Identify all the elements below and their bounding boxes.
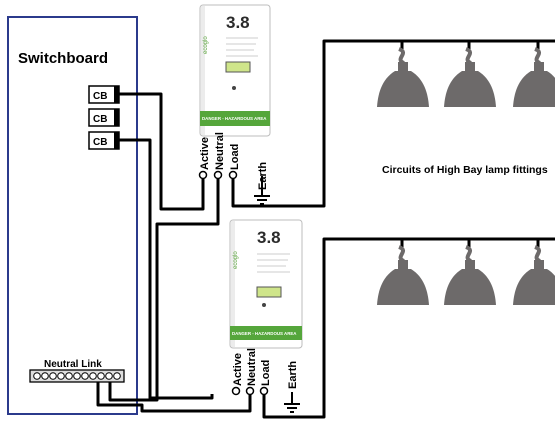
controller-warning-strip <box>230 326 302 340</box>
circuit-breaker-label: CB <box>93 91 107 102</box>
terminal-label-neutral: Neutral <box>246 348 258 386</box>
terminal-label-neutral: Neutral <box>214 132 226 170</box>
terminal-load <box>228 170 238 180</box>
terminal-label-load: Load <box>229 144 241 170</box>
terminal-label-load: Load <box>260 360 272 386</box>
high-bay-lamp-icon <box>375 39 431 109</box>
circuit-breaker-3: CB <box>88 131 120 150</box>
lamp-circuit-2 <box>375 237 555 307</box>
controller-2-terminals: Active Neutral Load Earth <box>231 348 300 413</box>
terminal-load <box>259 386 269 396</box>
terminal-label-active: Active <box>232 353 244 386</box>
controller-warning-text: DANGER - HAZARDOUS AREA <box>202 116 267 121</box>
wire-neutral-1 <box>108 179 220 402</box>
neutral-link-bar <box>29 369 125 383</box>
controller-warning-text: DANGER - HAZARDOUS AREA <box>232 331 297 336</box>
controller-rating-badge: 3.8 <box>257 228 281 247</box>
terminal-active <box>231 386 241 396</box>
controller-button-icon <box>262 303 266 307</box>
earth-icon <box>284 392 300 413</box>
terminal-neutral <box>213 170 223 180</box>
lamp-circuits-caption: Circuits of High Bay lamp fittings <box>382 164 548 176</box>
circuit-breaker-label: CB <box>93 137 107 148</box>
wire-active-2 <box>119 138 214 400</box>
terminal-label-active: Active <box>199 137 211 170</box>
controller-display <box>256 286 282 298</box>
controller-1-terminals: Active Neutral Load Earth <box>198 132 270 205</box>
lighting-controller-2: 3.8 ecoglo DANGER - HAZARDOUS AREA <box>229 219 303 349</box>
circuit-breaker-label: CB <box>93 114 107 125</box>
switchboard: Switchboard CB CB CB Neutral Link <box>7 16 138 415</box>
wire-load-2 <box>262 237 555 419</box>
high-bay-lamp-icon <box>442 237 498 307</box>
wire-active-1 <box>119 92 205 211</box>
earth-icon <box>254 176 270 205</box>
neutral-link-label: Neutral Link <box>44 359 102 370</box>
controller-housing <box>229 219 303 349</box>
terminal-neutral <box>245 386 255 396</box>
high-bay-lamp-icon <box>511 39 555 109</box>
switchboard-title: Switchboard <box>18 50 108 67</box>
earth-label: Earth <box>257 162 269 190</box>
circuit-breaker-1: CB <box>88 85 120 104</box>
controller-rating-badge: 3.8 <box>226 13 250 32</box>
controller-warning-strip <box>200 111 270 126</box>
wire-load-1 <box>231 39 555 208</box>
controller-button-icon <box>232 86 236 90</box>
controller-display <box>225 61 251 73</box>
high-bay-lamp-icon <box>511 237 555 307</box>
switchboard-enclosure <box>7 16 138 415</box>
high-bay-lamp-icon <box>442 39 498 109</box>
circuit-breaker-2: CB <box>88 108 120 127</box>
controller-brand: ecoglo <box>203 36 209 54</box>
earth-label: Earth <box>287 361 299 389</box>
terminal-active <box>198 170 208 180</box>
lighting-controller-1: 3.8 ecoglo DANGER - HAZARDOUS AREA <box>199 4 271 137</box>
high-bay-lamp-icon <box>375 237 431 307</box>
lamp-circuit-1 <box>375 39 555 109</box>
wiring <box>96 39 555 419</box>
controller-brand: ecoglo <box>233 251 239 269</box>
wire-neutral-2 <box>96 382 252 413</box>
